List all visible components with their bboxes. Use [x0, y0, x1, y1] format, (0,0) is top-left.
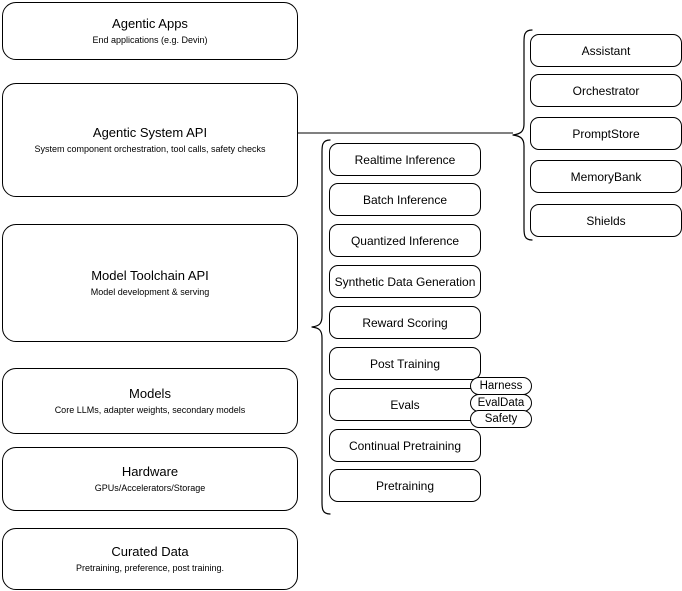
toolchain-box-pretraining[interactable]: Pretraining — [329, 469, 481, 502]
toolchain-label: Pretraining — [375, 478, 435, 493]
toolchain-label: Quantized Inference — [350, 233, 460, 248]
toolchain-label: Realtime Inference — [354, 152, 456, 167]
layer-subtitle: GPUs/Accelerators/Storage — [94, 482, 206, 493]
system-component-box-shields[interactable]: Shields — [530, 204, 682, 237]
toolchain-box-batch-inference[interactable]: Batch Inference — [329, 183, 481, 216]
layer-title: Hardware — [121, 463, 179, 479]
system-component-box-assistant[interactable]: Assistant — [530, 34, 682, 67]
layer-box-hardware[interactable]: Hardware GPUs/Accelerators/Storage — [2, 447, 298, 511]
system-component-box-promptstore[interactable]: PromptStore — [530, 117, 682, 150]
layer-subtitle: Core LLMs, adapter weights, secondary mo… — [54, 404, 246, 415]
layer-subtitle: System component orchestration, tool cal… — [34, 143, 266, 154]
toolchain-box-evals[interactable]: Evals — [329, 388, 481, 421]
toolchain-label: Continual Pretraining — [348, 438, 462, 453]
system-component-label: Assistant — [581, 43, 631, 58]
toolchain-box-reward-scoring[interactable]: Reward Scoring — [329, 306, 481, 339]
system-component-box-orchestrator[interactable]: Orchestrator — [530, 74, 682, 107]
layer-box-model-toolchain-api[interactable]: Model Toolchain API Model development & … — [2, 224, 298, 342]
toolchain-label: Reward Scoring — [362, 315, 448, 330]
system-component-label: Orchestrator — [572, 83, 640, 98]
layer-title: Models — [129, 385, 171, 401]
layer-subtitle: Pretraining, preference, post training. — [75, 562, 225, 573]
layer-subtitle: Model development & serving — [90, 286, 210, 297]
toolchain-box-quantized-inference[interactable]: Quantized Inference — [329, 224, 481, 257]
layer-box-agentic-apps[interactable]: Agentic Apps End applications (e.g. Devi… — [2, 2, 298, 60]
toolchain-box-realtime-inference[interactable]: Realtime Inference — [329, 143, 481, 176]
system-component-label: Shields — [586, 213, 626, 228]
toolchain-box-continual-pretraining[interactable]: Continual Pretraining — [329, 429, 481, 462]
evals-subcomponent-safety[interactable]: Safety — [470, 410, 532, 428]
layer-title: Agentic System API — [92, 124, 208, 140]
evals-subcomponent-harness[interactable]: Harness — [470, 377, 532, 395]
layer-title: Agentic Apps — [112, 15, 188, 31]
layer-box-curated-data[interactable]: Curated Data Pretraining, preference, po… — [2, 528, 298, 590]
evals-subcomponent-label: EvalData — [477, 397, 525, 409]
system-component-label: PromptStore — [572, 126, 640, 141]
system-component-label: MemoryBank — [570, 169, 642, 184]
evals-subcomponent-label: Harness — [479, 380, 523, 392]
toolchain-box-synthetic-data-generation[interactable]: Synthetic Data Generation — [329, 265, 481, 298]
toolchain-label: Post Training — [369, 356, 441, 371]
layer-subtitle: End applications (e.g. Devin) — [92, 34, 208, 45]
toolchain-label: Synthetic Data Generation — [334, 274, 476, 289]
layer-box-models[interactable]: Models Core LLMs, adapter weights, secon… — [2, 368, 298, 434]
toolchain-label: Batch Inference — [362, 192, 448, 207]
system-component-box-memorybank[interactable]: MemoryBank — [530, 160, 682, 193]
layer-title: Model Toolchain API — [91, 267, 209, 283]
layer-title: Curated Data — [111, 543, 189, 559]
layer-box-agentic-system-api[interactable]: Agentic System API System component orch… — [2, 83, 298, 197]
toolchain-label: Evals — [390, 397, 420, 412]
toolchain-box-post-training[interactable]: Post Training — [329, 347, 481, 380]
evals-subcomponent-label: Safety — [484, 413, 518, 425]
